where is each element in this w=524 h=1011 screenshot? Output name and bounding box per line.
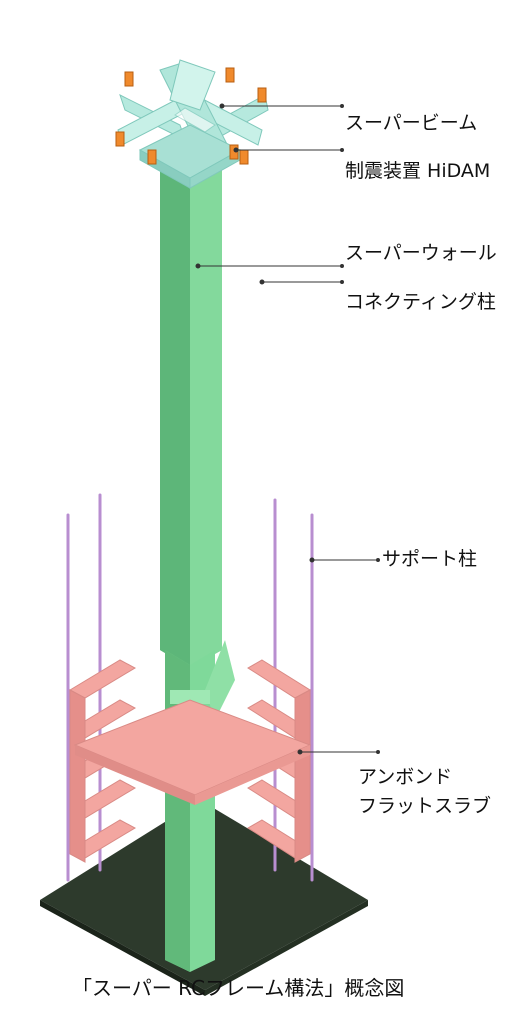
leader-lines	[195, 103, 380, 755]
label-connecting-column: コネクティング柱	[345, 291, 496, 313]
diagram-caption: 「スーパー RCフレーム構法」概念図	[72, 976, 405, 1000]
label-super-wall: スーパーウォール	[345, 242, 497, 264]
super-beam	[117, 59, 269, 189]
connecting-columns	[111, 91, 270, 969]
label-support-column: サポート柱	[382, 548, 478, 570]
hidam-dampers	[115, 67, 267, 165]
label-unbonded-line1: アンボンド	[358, 766, 453, 788]
label-unbonded-line2: フラットスラブ	[358, 795, 492, 817]
label-super-beam: スーパービーム	[345, 112, 478, 134]
label-hidam-damper: 制震装置 HiDAM	[345, 160, 491, 182]
